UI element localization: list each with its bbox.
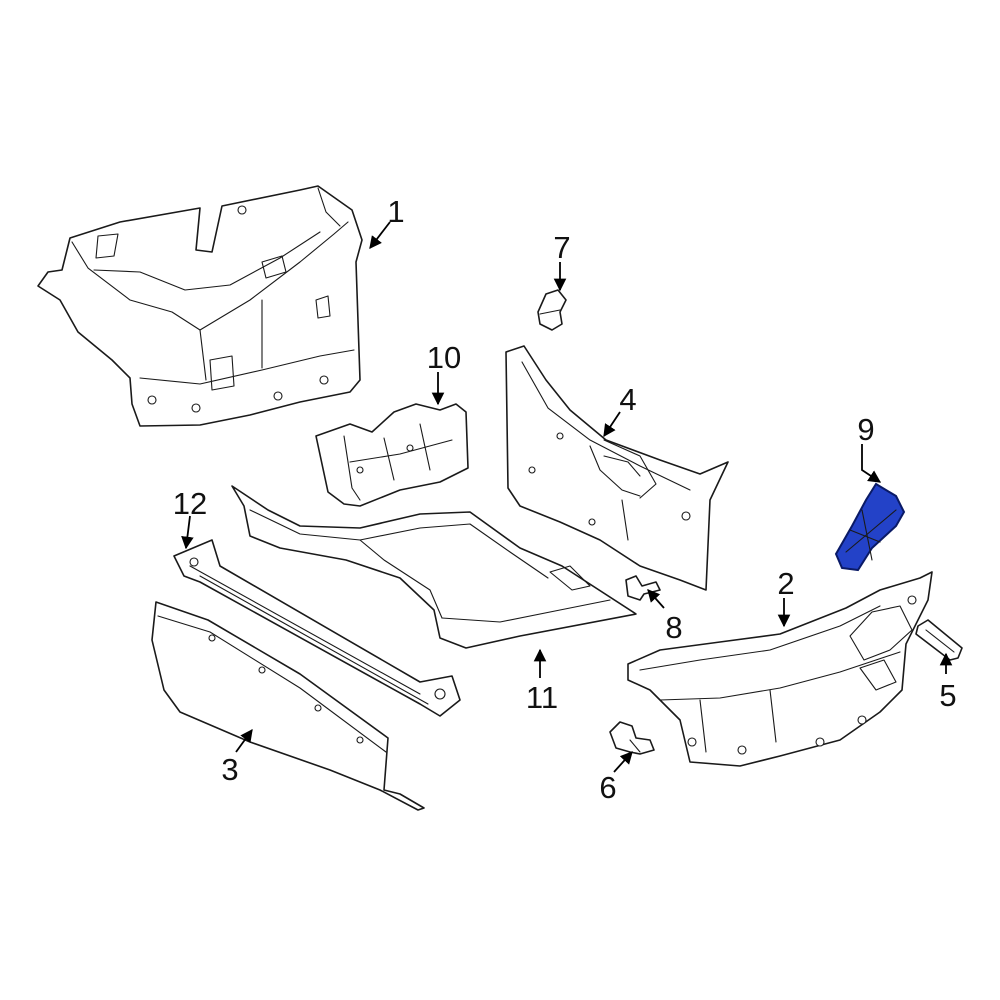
leader-4 — [603, 411, 621, 438]
part-11-floor-panel[interactable] — [231, 485, 637, 649]
callout-12[interactable]: 12 — [173, 486, 207, 521]
callout-10[interactable]: 10 — [427, 340, 461, 375]
leader-12 — [181, 515, 194, 550]
callout-11[interactable]: 11 — [526, 680, 558, 715]
callout-labels: 1 7 10 4 9 12 8 2 11 5 3 6 — [173, 194, 957, 805]
leader-8 — [647, 589, 665, 609]
callout-3[interactable]: 3 — [221, 752, 238, 787]
part-10-bracket[interactable] — [315, 403, 469, 507]
leader-1 — [369, 221, 391, 249]
part-9-insulator[interactable] — [834, 482, 906, 572]
leader-lines — [181, 221, 953, 773]
leader-6 — [613, 751, 633, 773]
part-2-shield[interactable] — [627, 571, 933, 767]
callout-5[interactable]: 5 — [939, 678, 956, 713]
part-4-side-panel[interactable] — [505, 345, 729, 591]
leader-9 — [861, 444, 882, 483]
part-12-rail[interactable] — [173, 539, 461, 717]
callout-6[interactable]: 6 — [599, 770, 616, 805]
callout-1[interactable]: 1 — [387, 194, 404, 229]
part-3-skirt[interactable] — [151, 601, 425, 811]
callout-2[interactable]: 2 — [777, 566, 794, 601]
leader-3 — [235, 728, 253, 753]
part-7-clip[interactable] — [537, 289, 567, 331]
part-5-fastener[interactable] — [915, 619, 963, 661]
callout-7[interactable]: 7 — [553, 230, 570, 265]
part-8-push-pin[interactable] — [625, 575, 661, 601]
callout-9[interactable]: 9 — [857, 412, 874, 447]
part-6-bolt[interactable] — [609, 721, 655, 755]
callout-8[interactable]: 8 — [665, 610, 682, 645]
part-1-shield[interactable] — [37, 185, 363, 427]
callout-4[interactable]: 4 — [619, 382, 636, 417]
